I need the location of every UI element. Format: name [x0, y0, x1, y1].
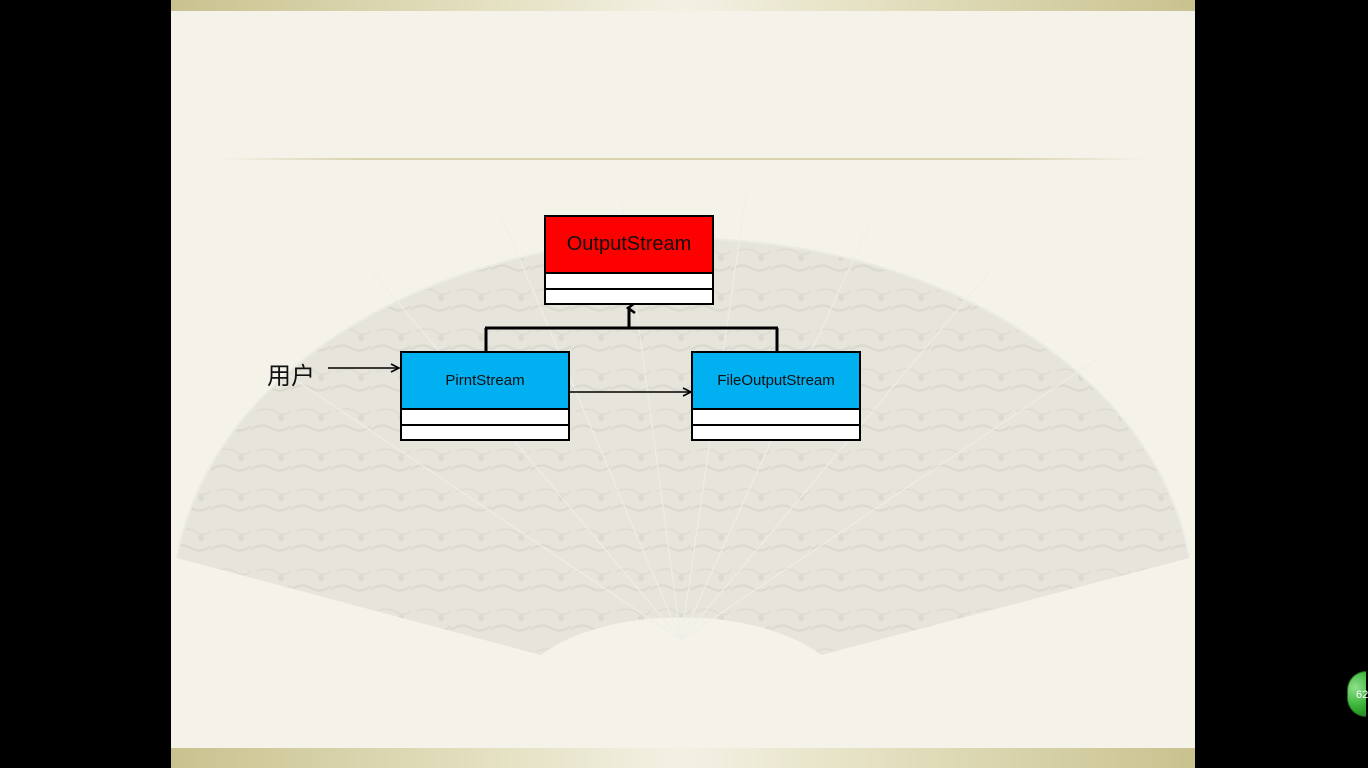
uml-connectors [328, 0, 779, 768]
title-divider [221, 158, 1145, 160]
class-outputstream-attributes [546, 274, 712, 290]
class-fileoutputstream-name: FileOutputStream [693, 353, 859, 410]
slide-bottom-band [171, 748, 1195, 768]
fan-background [176, 194, 1190, 655]
class-outputstream-name: OutputStream [546, 217, 712, 274]
class-outputstream-methods [546, 290, 712, 303]
class-fileoutputstream-methods [693, 426, 859, 439]
class-fileoutputstream-attributes [693, 410, 859, 426]
class-printstream: PirntStream [400, 351, 570, 441]
class-printstream-attributes [402, 410, 568, 426]
slide-top-band [171, 0, 1195, 11]
class-fileoutputstream: FileOutputStream [691, 351, 861, 441]
slide-number-badge[interactable]: 62 [1347, 671, 1368, 717]
inheritance-connector [484, 308, 779, 352]
class-printstream-methods [402, 426, 568, 439]
class-printstream-name: PirntStream [402, 353, 568, 410]
slide: 用户 OutputStream PirntStream FileOutputSt… [171, 0, 1195, 768]
user-label: 用户 [267, 362, 315, 390]
class-outputstream: OutputStream [544, 215, 714, 305]
